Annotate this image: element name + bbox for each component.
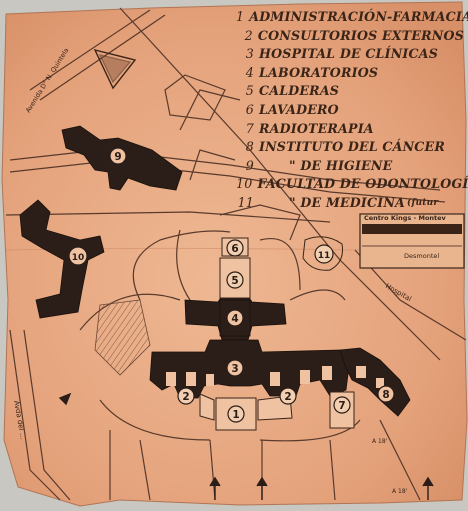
entrance-arrows	[58, 392, 434, 500]
legend-number: 2	[244, 27, 253, 43]
number-markers: 1 2 2 3 4 5 6 7 8 9 10 11	[68, 147, 395, 423]
cartouche	[359, 213, 465, 269]
legend-label: " de Medicina	[289, 194, 405, 210]
legend-item: 8 Instituto del Cáncer	[236, 138, 464, 157]
legend-label: Laboratorios	[259, 64, 379, 80]
marker-number: 11	[318, 251, 331, 261]
legend-label: Consultorios Externos	[257, 27, 464, 43]
legend-label: Lavadero	[259, 101, 339, 117]
north-triangle	[93, 48, 137, 90]
legend-label: Calderas	[259, 83, 340, 99]
marker-number: 1	[232, 409, 239, 421]
corner-note-a: A 18'	[372, 438, 388, 445]
legend-item: 6 Lavadero	[236, 101, 464, 120]
marker-circle	[333, 396, 351, 414]
marker-number: 4	[231, 313, 238, 325]
legend-number: 9	[245, 157, 254, 173]
marker-circle	[377, 385, 395, 403]
marker-number: 2	[284, 391, 291, 403]
marker-hospital: 3	[226, 359, 244, 377]
legend-label-tail: (futur	[407, 197, 439, 208]
marker-administracion: 1	[227, 405, 245, 423]
legend-number: 5	[245, 83, 254, 99]
marker-laboratorios: 4	[226, 309, 244, 327]
marker-circle	[279, 387, 297, 405]
legend-item: 9 " de Higiene	[236, 157, 464, 176]
legend-number: 3	[245, 46, 254, 62]
legend-item: 10Facultad de Odontología	[236, 175, 468, 194]
marker-circle	[226, 359, 244, 377]
marker-circle	[109, 147, 127, 165]
legend-number: 4	[245, 64, 254, 80]
legend-label: Administración-Farmacia	[249, 9, 468, 24]
marker-consultorios-right: 2	[279, 387, 297, 405]
legend-item: 2Consultorios Externos	[236, 27, 464, 46]
legend-item: 7 Radioterapia	[236, 120, 464, 139]
legend-item: 5 Calderas	[236, 82, 464, 101]
marker-calderas: 5	[226, 271, 244, 289]
legend-number: 7	[245, 120, 254, 136]
legend-label: Facultad de Odontología	[257, 176, 468, 192]
marker-consultorios-left: 2	[177, 387, 195, 405]
marker-higiene: 9	[109, 147, 127, 165]
marker-circle	[226, 239, 244, 257]
legend-number: 1	[236, 9, 245, 24]
legend-label: Radioterapia	[259, 120, 374, 136]
marker-medicina-futura: 11	[314, 244, 334, 264]
legend-item: 11 " de Medicina(futur	[236, 194, 464, 213]
marker-number: 2	[182, 391, 189, 403]
legend-item: 3 Hospital de Clínicas	[236, 45, 464, 64]
marker-circle	[226, 271, 244, 289]
marker-circle	[226, 309, 244, 327]
building-10	[19, 199, 105, 319]
marker-circle	[68, 246, 88, 266]
legend-number: 11	[237, 194, 254, 210]
legend-item: 1 Administración-Farmacia	[236, 8, 468, 27]
marker-number: 8	[382, 389, 389, 401]
hatched-area	[94, 299, 151, 376]
marker-number: 3	[231, 363, 238, 375]
building-11-site	[302, 236, 343, 271]
corner-note-b: A 18'	[392, 488, 408, 495]
marker-circle	[227, 405, 245, 423]
legend-label: Instituto del Cáncer	[259, 139, 445, 155]
marker-number: 7	[338, 400, 345, 412]
legend-panel: 1 Administración-Farmacia 2Consultorios Ex…	[236, 8, 468, 213]
legend-label: " de Higiene	[289, 157, 393, 173]
marker-number: 6	[231, 243, 238, 255]
marker-number: 10	[72, 253, 85, 263]
marker-instituto-cancer: 8	[377, 385, 395, 403]
hospital-windows	[166, 366, 384, 388]
marker-number: 9	[114, 151, 121, 163]
marker-number: 5	[231, 275, 238, 287]
marker-circle	[314, 244, 334, 264]
cartouche-title: Centro Kings - Montev	[364, 214, 446, 222]
legend-number: 6	[245, 101, 254, 117]
legend-label: Hospital de Clínicas	[259, 46, 438, 62]
cartouche-subtitle: Desmontel	[404, 252, 440, 260]
legend-item: 4 Laboratorios	[236, 64, 464, 83]
marker-lavadero: 6	[226, 239, 244, 257]
legend-number: 10	[236, 176, 253, 192]
legend-number: 8	[245, 139, 254, 155]
marker-radioterapia: 7	[333, 396, 351, 414]
marker-circle	[177, 387, 195, 405]
marker-odontologia: 10	[68, 246, 88, 266]
